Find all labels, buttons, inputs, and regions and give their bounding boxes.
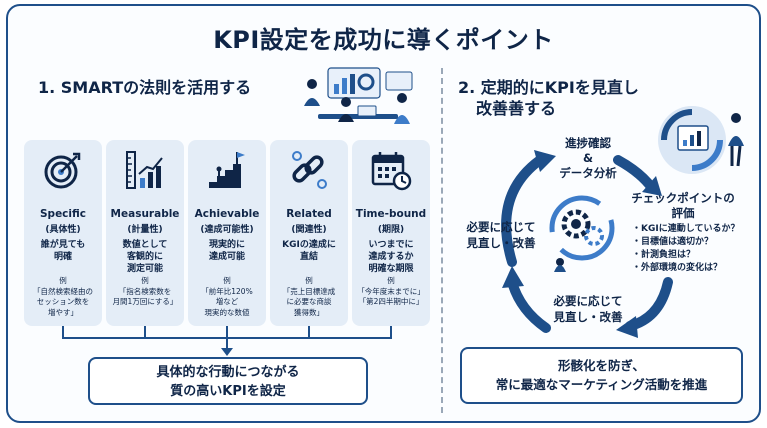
smart-result-box: 具体的な行動につながる 質の高いKPIを設定	[88, 357, 368, 405]
smart-card-measurable: Measurable (計量性) 数値として客観的に測定可能 例「指名検索数を月…	[106, 140, 184, 326]
gear-cycle-icon	[549, 195, 615, 272]
team-illustration	[304, 67, 413, 124]
card-name: Specific	[39, 208, 87, 220]
card-jp: (具体性)	[45, 225, 81, 235]
card-example: 例「自然検索経由のセッション数を増やす」	[33, 276, 93, 317]
card-desc: 誰が見ても明確	[40, 240, 86, 262]
cycle-step-left: 必要に応じて 見直し・改善	[466, 220, 536, 250]
review-heading: 2. 定期的にKPIを見直し 改善善する	[458, 78, 639, 118]
smart-heading: 1. SMARTの法則を活用する	[38, 78, 252, 97]
cycle-step-bottom: 必要に応じて 見直し・改善	[553, 294, 623, 324]
analyst-illustration	[658, 106, 744, 174]
target-icon	[44, 152, 81, 189]
card-example: 例「今年度末までに」「第2四半期中に」	[357, 276, 425, 306]
stairs-flag-icon	[209, 152, 245, 188]
card-jp: (期限)	[377, 225, 405, 235]
card-name: Measurable	[110, 208, 180, 220]
chain-link-icon	[292, 151, 327, 189]
smart-card-timebound: Time-bound (期限) いつまでに達成するか明確な期限 例「今年度末まで…	[352, 140, 430, 326]
ruler-chart-icon	[126, 151, 163, 189]
checkpoint-item: ・KGIに連動しているか？	[632, 224, 740, 234]
section-divider	[441, 68, 443, 413]
checkpoint-item: ・目標値は適切か？	[632, 237, 714, 247]
checkpoint-list: ・KGIに連動しているか？ ・目標値は適切か？ ・計測負担は？ ・外部環境の変化…	[632, 223, 760, 275]
card-jp: (関連性)	[291, 225, 327, 235]
smart-card-related: Related (関連性) KGIの達成に直結 例「売上目標達成に必要な商談獲得…	[270, 140, 348, 326]
checkpoint-item: ・計測負担は？	[632, 250, 696, 260]
card-desc: 数値として客観的に測定可能	[122, 240, 168, 274]
calendar-clock-icon	[371, 152, 412, 191]
checkpoint-item: ・外部環境の変化は？	[632, 263, 723, 273]
smart-card-achievable: Achievable (達成可能性) 現実的に達成可能 例「前年比120%増など…	[188, 140, 266, 326]
card-example: 例「売上目標達成に必要な商談獲得数」	[282, 276, 336, 317]
checkpoint-title: チェックポイントの 評価	[631, 191, 735, 220]
cycle-step-top: 進捗確認 & データ分析	[559, 136, 617, 180]
card-jp: (達成可能性)	[200, 225, 254, 235]
card-name: Achievable	[194, 208, 260, 220]
card-name: Related	[286, 208, 332, 220]
card-example: 例「前年比120%増など現実的な数値	[201, 276, 253, 317]
review-result-box: 形骸化を防ぎ、 常に最適なマーケティング活動を推進	[460, 347, 743, 404]
card-desc: KGIの達成に直結	[282, 240, 336, 262]
card-jp: (計量性)	[127, 225, 163, 235]
page-title: KPI設定を成功に導くポイント	[213, 26, 554, 54]
card-name: Time-bound	[355, 208, 427, 220]
card-example: 例「指名検索数を月間1万回にする」	[112, 276, 178, 306]
card-desc: いつまでに達成するか明確な期限	[368, 240, 414, 274]
smart-card-specific: Specific (具体性) 誰が見ても明確 例「自然検索経由のセッション数を増…	[24, 140, 102, 326]
card-desc: 現実的に達成可能	[208, 240, 245, 262]
